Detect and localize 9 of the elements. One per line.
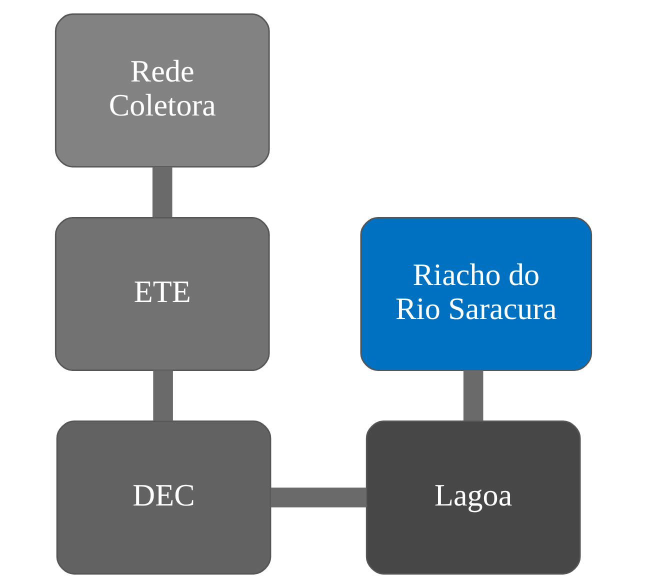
node-box: Riacho do Rio Saracura: [360, 216, 592, 372]
node-box: Lagoa: [366, 420, 581, 575]
connector: [152, 166, 172, 218]
connector: [463, 370, 484, 421]
connector: [270, 488, 366, 508]
node-box: Rede Coletora: [54, 13, 270, 168]
node-box: DEC: [56, 420, 272, 575]
node-box: ETE: [54, 216, 270, 372]
connector: [153, 370, 173, 421]
